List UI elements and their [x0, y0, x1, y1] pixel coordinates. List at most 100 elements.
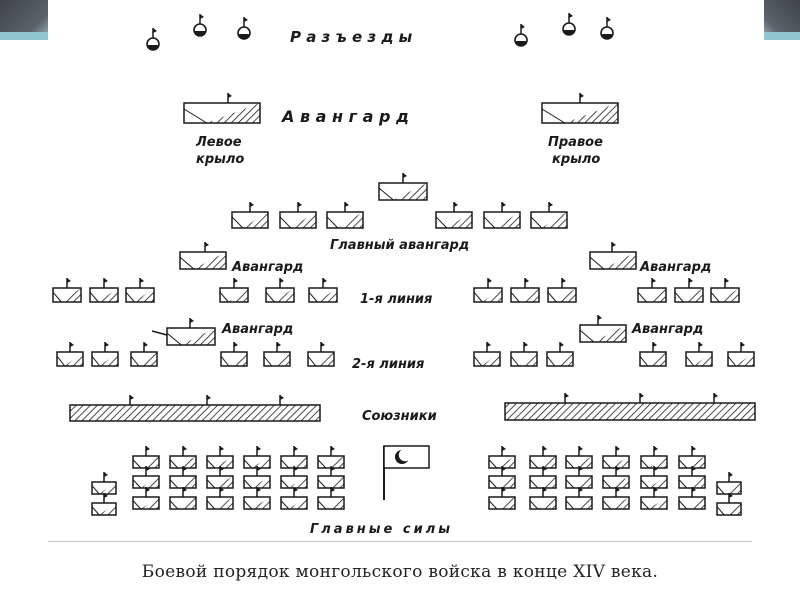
main-force-unit	[206, 466, 234, 489]
label-layer: Р а з ъ е з д ы А в а н г а р д Левое кр…	[195, 28, 711, 537]
scout-icon	[146, 28, 160, 51]
main-force-unit	[716, 493, 742, 516]
slide-corner-right-decoration	[764, 0, 800, 40]
main-force-unit	[602, 446, 630, 469]
main-vanguard-unit	[483, 202, 521, 229]
vanguard-unit-left-1	[179, 242, 227, 270]
line2-unit	[91, 342, 119, 367]
line1-unit	[473, 278, 503, 303]
main-force-unit	[529, 487, 557, 510]
main-force-unit	[317, 446, 345, 469]
line2-unit	[510, 342, 538, 367]
main-force-unit	[132, 487, 160, 510]
main-force-unit	[602, 466, 630, 489]
main-force-unit	[640, 446, 668, 469]
main-vanguard-unit	[435, 202, 473, 229]
right-wing-label-1: Правое	[548, 135, 603, 150]
main-force-unit	[640, 466, 668, 489]
main-force-unit	[169, 487, 197, 510]
main-vanguard-label: Главный авангард	[330, 238, 469, 253]
main-force-unit	[678, 466, 706, 489]
line1-label: 1-я линия	[360, 292, 432, 307]
line2-unit	[56, 342, 84, 367]
main-force-unit	[317, 466, 345, 489]
line2-unit	[130, 342, 158, 367]
main-force-unit	[132, 466, 160, 489]
main-force-unit	[206, 446, 234, 469]
line2-unit	[473, 342, 501, 367]
line1-unit	[674, 278, 704, 303]
slide-corner-left-decoration	[0, 0, 48, 40]
main-vanguard-center-unit	[378, 173, 428, 201]
vanguard-unit-right-2	[579, 315, 627, 343]
main-force-unit	[488, 446, 516, 469]
crescent-banner-icon	[383, 445, 430, 500]
scout-icon	[237, 17, 251, 40]
main-force-unit	[91, 493, 117, 516]
vanguard-label: А в а н г а р д	[280, 107, 409, 126]
line2-unit	[639, 342, 667, 367]
main-forces-label: Главные силы	[310, 522, 453, 537]
vanguard-left2-label: Авангард	[221, 322, 293, 337]
vanguard-right-label: Авангард	[639, 260, 711, 275]
line1-unit	[308, 278, 338, 303]
main-force-unit	[529, 446, 557, 469]
line2-unit	[546, 342, 574, 367]
vanguard-left-label: Авангард	[231, 260, 303, 275]
main-force-unit	[280, 446, 308, 469]
main-force-unit	[243, 466, 271, 489]
vanguard-unit-left-2	[166, 318, 216, 346]
main-force-unit	[280, 487, 308, 510]
line2-unit	[727, 342, 755, 367]
scout-icon	[562, 13, 576, 36]
main-force-unit	[602, 487, 630, 510]
vanguard-unit-right-1	[589, 242, 637, 270]
main-force-unit	[716, 472, 742, 495]
main-force-unit	[243, 487, 271, 510]
main-force-unit	[678, 487, 706, 510]
line1-unit	[219, 278, 249, 303]
main-force-unit	[169, 466, 197, 489]
left-wing-label-2: крыло	[196, 152, 244, 167]
line1-unit	[710, 278, 740, 303]
scout-icon	[514, 24, 528, 47]
main-force-unit	[317, 487, 345, 510]
allies-bar-right	[504, 393, 756, 421]
unit-layer	[52, 13, 756, 516]
allies-bar-left	[69, 395, 321, 422]
right-wing-label-2: крыло	[552, 152, 600, 167]
main-force-unit	[280, 466, 308, 489]
scouts-label: Р а з ъ е з д ы	[290, 28, 413, 46]
main-force-unit	[640, 487, 668, 510]
scout-icon	[193, 14, 207, 37]
main-force-unit	[565, 446, 593, 469]
main-force-unit	[565, 466, 593, 489]
line2-unit	[263, 342, 291, 367]
main-force-unit	[206, 487, 234, 510]
vanguard-right2-label: Авангард	[631, 322, 703, 337]
left-wing-label-1: Левое	[195, 135, 242, 150]
main-force-unit	[243, 446, 271, 469]
main-force-unit	[91, 472, 117, 495]
allies-label: Союзники	[362, 409, 437, 424]
line2-unit	[685, 342, 713, 367]
main-force-unit	[132, 446, 160, 469]
main-force-unit	[565, 487, 593, 510]
main-force-unit	[488, 466, 516, 489]
line1-unit	[52, 278, 82, 303]
line2-unit	[307, 342, 335, 367]
main-force-unit	[529, 466, 557, 489]
line1-unit	[510, 278, 540, 303]
main-vanguard-unit	[279, 202, 317, 229]
line1-unit	[547, 278, 577, 303]
main-force-unit	[678, 446, 706, 469]
line1-unit	[89, 278, 119, 303]
line1-unit	[265, 278, 295, 303]
figure-caption: Боевой порядок монгольского войска в кон…	[141, 562, 659, 582]
caption-divider	[48, 541, 752, 542]
main-force-unit	[169, 446, 197, 469]
line1-unit	[637, 278, 667, 303]
scout-icon	[600, 17, 614, 40]
right-wing-unit	[541, 93, 619, 124]
